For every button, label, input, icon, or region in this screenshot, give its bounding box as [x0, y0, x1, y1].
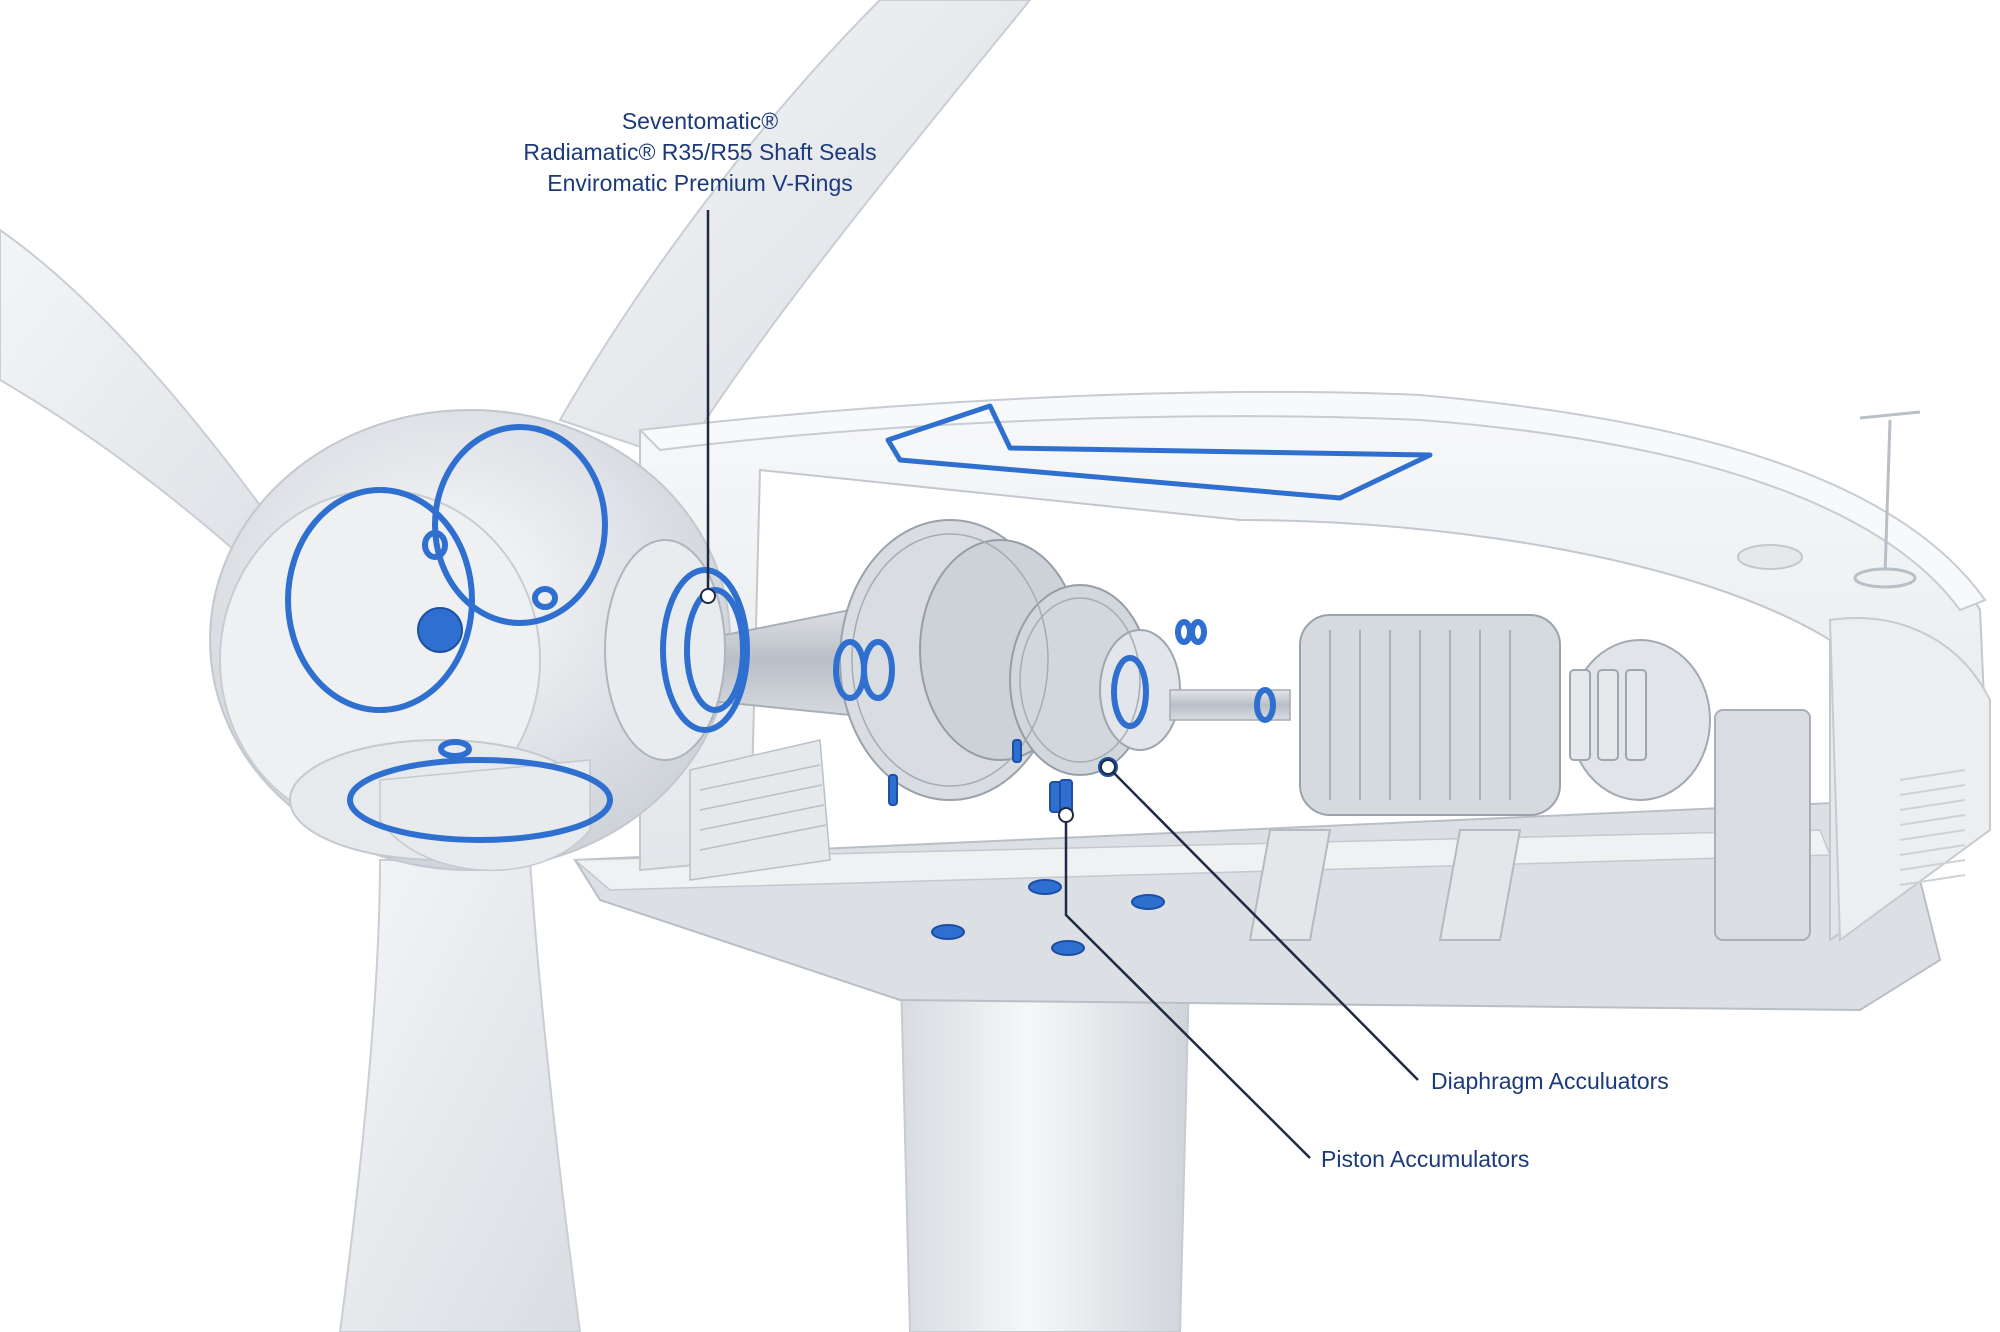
coupling-brake	[1569, 669, 1647, 761]
yaw-seal-b	[931, 924, 965, 940]
piston-accumulator-d	[888, 774, 898, 806]
callout-piston-label: Piston Accumulators	[1321, 1146, 1530, 1172]
leader-lines	[706, 210, 1419, 1159]
small-seal-hub-c	[438, 739, 472, 759]
main-shaft-seal-inner	[684, 587, 746, 713]
generator-shaft-seal	[1254, 687, 1276, 723]
generator-body	[1299, 614, 1561, 816]
leader-piston	[1064, 815, 1311, 1159]
roof-hatch-outline	[885, 403, 1433, 501]
callout-seals-label: Seventomatic® Radiamatic® R35/R55 Shaft …	[520, 106, 880, 199]
generator-supports	[1248, 829, 1522, 941]
vent-grille	[1899, 769, 1966, 886]
hub-pitch-actuator	[417, 607, 463, 653]
hub-collar	[379, 759, 591, 872]
piston-accumulator-c	[1012, 739, 1022, 763]
generator-fins	[1329, 630, 1511, 800]
seals-line-3: Enviromatic Premium V-Rings	[547, 170, 853, 196]
small-seal-b	[1189, 619, 1207, 645]
pitch-bearing-seal-front	[285, 487, 475, 713]
yaw-seal-a	[1028, 879, 1062, 895]
gearbox-output-seal	[1111, 655, 1149, 729]
yaw-seal-c	[1051, 940, 1085, 956]
gearbox-seal-right	[861, 639, 895, 701]
blade-lower	[338, 859, 582, 1332]
leader-dots	[700, 588, 1116, 823]
pitch-bearing-seal-lower	[347, 757, 613, 843]
small-seal-a	[1175, 619, 1193, 645]
seals-line-2: Radiamatic® R35/R55 Shaft Seals	[523, 139, 877, 165]
leader-diaphragm	[1107, 766, 1419, 1081]
cooling-radiator	[689, 739, 831, 881]
blade-upper	[558, 0, 1032, 462]
small-seal-hub-b	[532, 586, 558, 610]
control-cabinet	[1714, 709, 1811, 941]
roof-hatch-round	[1737, 544, 1803, 570]
gear-teeth	[851, 533, 1141, 787]
pitch-bearing-seal-rear	[432, 424, 608, 626]
seal-highlights	[285, 424, 1276, 843]
yaw-seal-d	[1131, 894, 1165, 910]
seals-line-1: Seventomatic®	[621, 108, 779, 134]
wind-vane	[1853, 410, 1921, 589]
nacelle-roof	[637, 390, 1987, 612]
small-seal-hub-a	[422, 530, 448, 560]
callout-diaphragm-label: Diaphragm Acculuators	[1431, 1068, 1669, 1094]
main-shaft-seal-outer	[660, 567, 750, 733]
